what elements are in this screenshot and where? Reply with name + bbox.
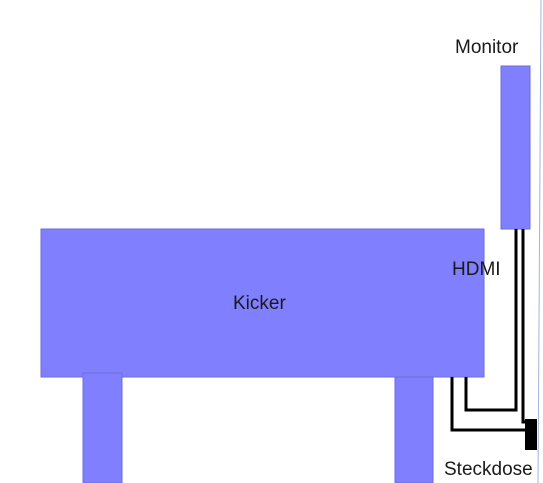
monitor-label: Monitor [455, 37, 519, 58]
edge-line [537, 0, 542, 483]
right-leg [394, 376, 434, 483]
hdmi-cable [464, 229, 518, 412]
kicker-box [40, 228, 485, 378]
hdmi-label: HDMI [452, 259, 501, 280]
kicker-label: Kicker [233, 293, 286, 314]
socket-label: Steckdose [444, 459, 533, 480]
monitor-box [500, 65, 531, 230]
power-cable-monitor [521, 229, 526, 424]
socket-block [525, 419, 537, 450]
power-cable-kicker [450, 377, 526, 432]
left-leg [82, 372, 123, 483]
